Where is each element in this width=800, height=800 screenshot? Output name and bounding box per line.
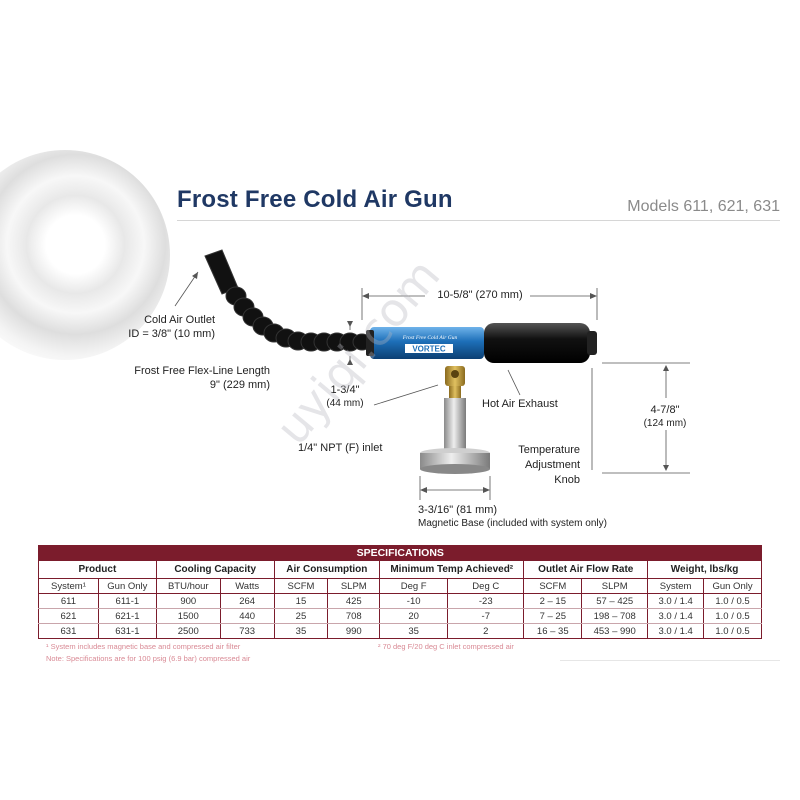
sub-header: Deg F — [379, 578, 449, 594]
flex-line-length-label: 9" (229 mm) — [209, 379, 270, 391]
table-row: 621 621-1 1500 440 25 708 20 -7 7 – 25 1… — [38, 608, 762, 624]
sub-header: Gun Only — [703, 578, 762, 594]
group-header: Air Consumption — [274, 561, 381, 579]
table-row: 611 611-1 900 264 15 425 -10 -23 2 – 15 … — [38, 593, 762, 609]
sub-header: SCFM — [274, 578, 329, 594]
support-post — [444, 398, 466, 453]
cell-scfm: 15 — [274, 593, 329, 609]
height-label: 4-7/8" — [650, 404, 680, 416]
spec-group-header-row: Product Cooling Capacity Air Consumption… — [38, 561, 762, 579]
cold-outlet-label: Cold Air Outlet — [144, 314, 215, 326]
page-title: Frost Free Cold Air Gun — [177, 186, 453, 213]
cell-weight-gun: 1.0 / 0.5 — [703, 593, 762, 609]
base-note-label: Magnetic Base (included with system only… — [418, 518, 607, 529]
sub-header: SCFM — [523, 578, 583, 594]
cell-system: 611 — [38, 593, 99, 609]
group-header: Outlet Air Flow Rate — [523, 561, 649, 579]
brand-plate — [405, 344, 453, 353]
specifications-table: SPECIFICATIONS Product Cooling Capacity … — [38, 545, 762, 639]
tube-text: Frost Free Cold Air Gun — [402, 335, 458, 341]
spec-subheader-row: System¹ Gun Only BTU/hour Watts SCFM SLP… — [38, 578, 762, 594]
cold-outlet-id-label: ID = 3/8" (10 mm) — [128, 328, 215, 340]
cell-weight-system: 3.0 / 1.4 — [647, 608, 705, 624]
diameter-label: 1-3/4" — [330, 384, 360, 396]
cell-btu: 1500 — [156, 608, 221, 624]
cell-outlet-slpm: 198 – 708 — [581, 608, 649, 624]
sub-header: System¹ — [38, 578, 99, 594]
group-header: Product — [38, 561, 157, 579]
sub-header: Watts — [220, 578, 275, 594]
length-dimension-label: 10-5/8" (270 mm) — [437, 289, 523, 301]
cell-gun-only: 631-1 — [98, 623, 157, 639]
cell-system: 621 — [38, 608, 99, 624]
cell-outlet-slpm: 453 – 990 — [581, 623, 649, 639]
cell-btu: 900 — [156, 593, 221, 609]
vortex-tube-body — [370, 327, 484, 359]
footer-divider — [560, 660, 780, 661]
temperature-knob — [587, 331, 597, 355]
cell-gun-only: 621-1 — [98, 608, 157, 624]
cell-watts: 440 — [220, 608, 275, 624]
title-divider — [177, 220, 780, 221]
height-mm-label: (124 mm) — [643, 418, 687, 429]
footnote-inlet-temp: ² 70 deg F/20 deg C inlet compressed air — [378, 642, 514, 651]
cell-weight-system: 3.0 / 1.4 — [647, 593, 705, 609]
cell-slpm: 425 — [327, 593, 381, 609]
cell-watts: 264 — [220, 593, 275, 609]
cell-deg-f: -10 — [379, 593, 449, 609]
hot-exhaust-label: Hot Air Exhaust — [482, 398, 558, 410]
product-illustration: VORTEC Frost Free Cold Air Gun — [174, 249, 690, 500]
sub-header: BTU/hour — [156, 578, 221, 594]
hot-end-muffler — [484, 323, 590, 363]
models-subtitle: Models 611, 621, 631 — [627, 198, 780, 215]
temp-knob-label-3: Knob — [554, 474, 580, 486]
flex-line-label: Frost Free Flex-Line Length — [134, 365, 270, 377]
cell-weight-system: 3.0 / 1.4 — [647, 623, 705, 639]
cell-outlet-scfm: 7 – 25 — [523, 608, 583, 624]
tube-cold-end-cap — [366, 330, 374, 356]
temp-knob-label-2: Adjustment — [524, 459, 580, 471]
cell-watts: 733 — [220, 623, 275, 639]
cell-scfm: 35 — [274, 623, 329, 639]
cell-deg-f: 35 — [379, 623, 449, 639]
footnote-pressure: Note: Specifications are for 100 psig (6… — [46, 654, 251, 663]
cell-slpm: 708 — [327, 608, 381, 624]
sub-header: Deg C — [447, 578, 525, 594]
cell-deg-c: -7 — [447, 608, 525, 624]
spec-banner: SPECIFICATIONS — [38, 545, 762, 561]
cell-weight-gun: 1.0 / 0.5 — [703, 608, 762, 624]
group-header: Weight, lbs/kg — [647, 561, 762, 579]
temp-knob-label-1: Temperature — [518, 444, 580, 456]
diameter-mm-label: (44 mm) — [326, 398, 364, 409]
cell-btu: 2500 — [156, 623, 221, 639]
cell-outlet-slpm: 57 – 425 — [581, 593, 649, 609]
cell-deg-c: -23 — [447, 593, 525, 609]
cell-deg-f: 20 — [379, 608, 449, 624]
swirl-background-graphic — [0, 150, 170, 360]
sub-header: Gun Only — [98, 578, 157, 594]
table-row: 631 631-1 2500 733 35 990 35 2 16 – 35 4… — [38, 623, 762, 639]
base-dimension-label: 3-3/16" (81 mm) — [418, 504, 498, 516]
inlet-label: 1/4" NPT (F) inlet — [298, 442, 383, 454]
cell-scfm: 25 — [274, 608, 329, 624]
cell-outlet-scfm: 2 – 15 — [523, 593, 583, 609]
cell-deg-c: 2 — [447, 623, 525, 639]
brand-label: VORTEC — [412, 345, 446, 354]
group-header: Cooling Capacity — [156, 561, 275, 579]
dimension-arrowheads — [192, 272, 669, 493]
sub-header: SLPM — [581, 578, 649, 594]
sub-header: System — [647, 578, 705, 594]
footnote-system: ¹ System includes magnetic base and comp… — [46, 642, 241, 651]
cell-system: 631 — [38, 623, 99, 639]
cell-gun-only: 611-1 — [98, 593, 157, 609]
cell-slpm: 990 — [327, 623, 381, 639]
sub-header: SLPM — [327, 578, 381, 594]
group-header: Minimum Temp Achieved² — [379, 561, 525, 579]
cell-outlet-scfm: 16 – 35 — [523, 623, 583, 639]
cell-weight-gun: 1.0 / 0.5 — [703, 623, 762, 639]
